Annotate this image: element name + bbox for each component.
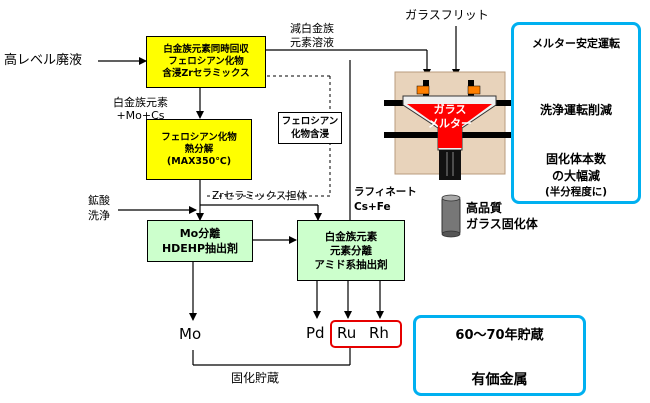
melter-label-line2: メルター — [428, 117, 472, 130]
glass-product-line2: ガラス固化体 — [466, 217, 538, 231]
thermal-decomposition-line2: 熱分解 — [184, 143, 214, 155]
reduced-pgm-solution-label: 減白金族 元素溶液 — [290, 22, 334, 50]
pgm-mo-cs-label: 白金族元素 +Mo+Cs — [113, 96, 168, 122]
benefit-stable-operation: メルター安定運転 — [532, 37, 620, 50]
melter-label-line1: ガラス — [433, 103, 467, 116]
mo-separation-line2: HDEHP抽出剤 — [161, 242, 239, 255]
storage-duration: 60〜70年貯蔵 — [455, 328, 544, 343]
pgm-separation-line2: 元素分離 — [330, 244, 372, 257]
mo-separation-box: Mo分離 HDEHP抽出剤 — [147, 220, 253, 262]
reduced-pgm-solution-line2: 元素溶液 — [290, 36, 334, 49]
benefit-half-note: (半分程度に) — [544, 186, 608, 198]
ferrocyanide-impregnation-line2: 化物含浸 — [290, 129, 329, 140]
pgm-separation-box: 白金族元素 元素分離 アミド系抽出剤 — [297, 220, 405, 281]
raffinate-label: ラフィネート Cs+Fe — [354, 185, 417, 215]
pgm-separation-line3: アミド系抽出剤 — [314, 258, 388, 271]
pgm-recovery-line2: フェロシアン化物 — [168, 56, 244, 67]
glass-frit-label: ガラスフリット — [405, 8, 489, 22]
pgm-recovery-line1: 白金族元素同時回収 — [163, 44, 249, 55]
benefit-wash-reduction: 洗浄運転削減 — [539, 103, 612, 117]
mo-separation-line1: Mo分離 — [179, 227, 221, 240]
pgm-recovery-box: 白金族元素同時回収 フェロシアン化物 含浸Zrセラミックス — [146, 36, 266, 88]
ru-output: Ru — [337, 324, 357, 342]
feed-label: 高レベル廃液 — [4, 53, 83, 68]
mo-output: Mo — [179, 325, 202, 343]
acid-wash-label: 鉱酸 洗浄 — [88, 193, 110, 223]
benefit-fewer-canisters-2: の大幅減 — [551, 169, 600, 183]
raffinate-line2: Cs+Fe — [354, 201, 391, 213]
thermal-decomposition-line1: フェロシアン化物 — [161, 131, 237, 143]
ru-rh-highlight — [330, 320, 402, 348]
solidification-storage-label: 固化貯蔵 — [231, 371, 280, 385]
storage-panel: 60〜70年貯蔵 有価金属 — [413, 315, 586, 396]
pgm-recovery-line3: 含浸Zrセラミックス — [162, 68, 250, 79]
acid-wash-line1: 鉱酸 — [88, 194, 110, 207]
thermal-decomposition-line3: (MAX350℃) — [166, 155, 232, 167]
pgm-separation-line1: 白金族元素 — [324, 230, 378, 243]
valuable-metals: 有価金属 — [471, 372, 528, 388]
glass-product-line1: 高品質 — [466, 201, 503, 215]
raffinate-line1: ラフィネート — [354, 186, 417, 198]
glass-product-label: 高品質 ガラス固化体 — [466, 200, 538, 232]
thermal-decomposition-box: フェロシアン化物 熱分解 (MAX350℃) — [146, 119, 252, 180]
ferrocyanide-impregnation-line1: フェロシアン — [281, 116, 339, 127]
reduced-pgm-solution-line1: 減白金族 — [290, 22, 334, 35]
benefits-panel: メルター安定運転 洗浄運転削減 固化体本数 の大幅減 (半分程度に) — [511, 22, 641, 204]
zr-support-label: Zrセラミックス担体 — [212, 190, 308, 202]
acid-wash-line2: 洗浄 — [88, 209, 110, 222]
rh-output: Rh — [369, 324, 389, 342]
ferrocyanide-impregnation-box: フェロシアン 化物含浸 — [278, 112, 342, 144]
benefit-fewer-canisters-1: 固化体本数 — [545, 152, 606, 166]
melter-label: ガラス メルター — [420, 103, 480, 131]
pgm-mo-cs-line2: +Mo+Cs — [116, 109, 165, 122]
pd-output: Pd — [306, 324, 325, 342]
pgm-mo-cs-line1: 白金族元素 — [113, 96, 168, 109]
